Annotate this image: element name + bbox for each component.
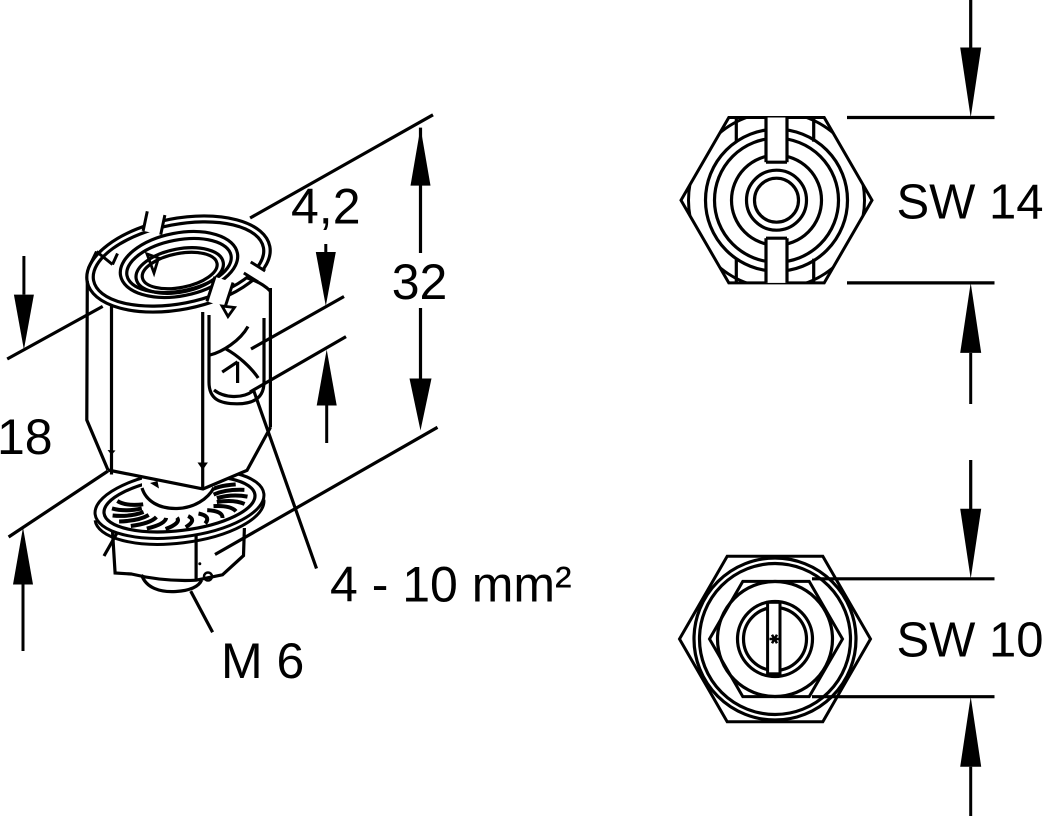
svg-text:32: 32 bbox=[392, 254, 448, 310]
svg-text:SW 10: SW 10 bbox=[897, 614, 1043, 668]
svg-text:M 6: M 6 bbox=[221, 633, 304, 689]
svg-text:4 - 10 mm²: 4 - 10 mm² bbox=[330, 557, 572, 613]
svg-text:SW 14: SW 14 bbox=[897, 176, 1043, 230]
svg-text:18: 18 bbox=[0, 409, 53, 465]
svg-text:4,2: 4,2 bbox=[291, 179, 361, 235]
